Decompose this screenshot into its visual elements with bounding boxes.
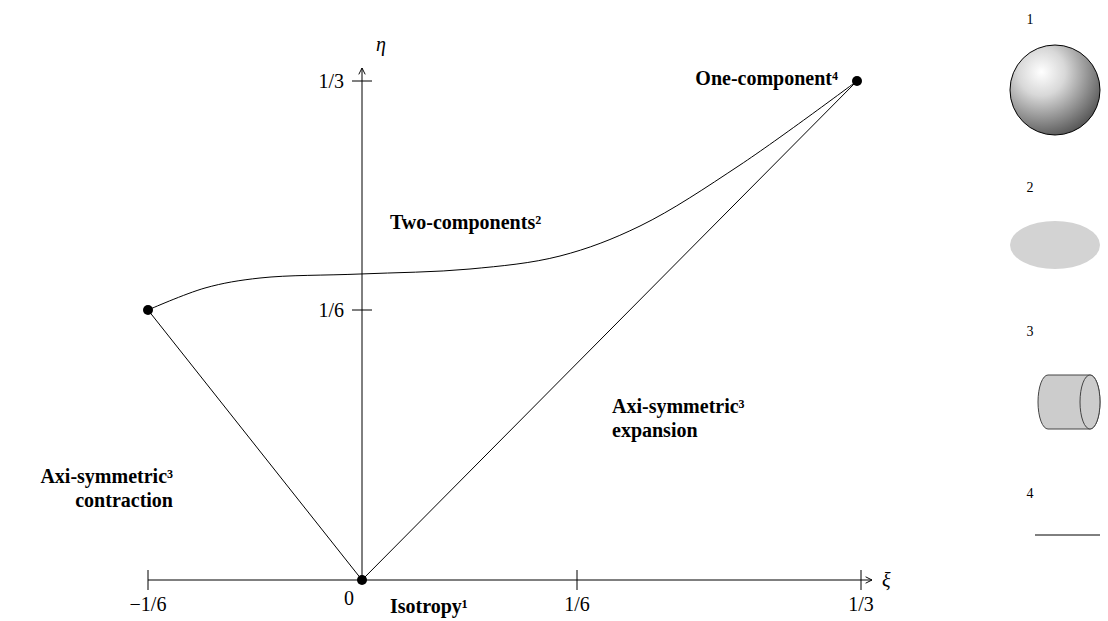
tick-label: 1/3 bbox=[848, 592, 874, 616]
cylinder-icon bbox=[1038, 375, 1100, 429]
axis-tick bbox=[861, 570, 862, 590]
label-text: −1/6 bbox=[130, 593, 167, 615]
label-text: 2 bbox=[1027, 180, 1034, 195]
ellipse-icon bbox=[1010, 221, 1100, 269]
label-text: 1/3 bbox=[318, 70, 344, 92]
tick-label: 0 bbox=[344, 586, 354, 610]
axis-name: ξ bbox=[882, 568, 891, 592]
line-icon bbox=[1035, 535, 1100, 536]
two-component-curve bbox=[148, 81, 857, 310]
label-text: 0 bbox=[344, 587, 354, 609]
label-text: Axi-symmetric³ contraction bbox=[40, 465, 173, 511]
tick-label: 1/3 bbox=[318, 69, 344, 93]
label-text: Isotropy¹ bbox=[390, 595, 468, 617]
axis-tick bbox=[352, 81, 372, 82]
callout-number: 1 bbox=[1027, 12, 1034, 29]
label-text: One-component⁴ bbox=[695, 67, 838, 89]
xi-axis bbox=[148, 580, 872, 581]
sphere-icon bbox=[1010, 45, 1100, 135]
vertex-dot bbox=[357, 575, 367, 585]
label-text: 1/3 bbox=[848, 593, 874, 615]
tick-label: 1/6 bbox=[564, 592, 590, 616]
contraction-line bbox=[148, 310, 362, 580]
region-label: One-component⁴ bbox=[695, 66, 838, 90]
region-label: Two-components² bbox=[390, 210, 541, 234]
callout-number: 3 bbox=[1027, 324, 1034, 341]
tick-label: −1/6 bbox=[130, 592, 167, 616]
callout-number: 2 bbox=[1027, 180, 1034, 197]
axis-name: η bbox=[376, 32, 386, 56]
label-text: 1 bbox=[1027, 12, 1034, 27]
label-text: 1/6 bbox=[318, 299, 344, 321]
region-label: Isotropy¹ bbox=[390, 594, 468, 618]
label-text: Axi-symmetric³ expansion bbox=[612, 395, 745, 441]
label-text: 4 bbox=[1027, 486, 1034, 501]
eta-axis bbox=[362, 68, 363, 580]
expansion-line bbox=[362, 81, 857, 580]
vertex-dot bbox=[852, 76, 862, 86]
label-text: Two-components² bbox=[390, 211, 541, 233]
axis-tick bbox=[577, 570, 578, 590]
label-text: η bbox=[376, 33, 386, 55]
axis-tick bbox=[148, 570, 149, 590]
tick-label: 1/6 bbox=[318, 298, 344, 322]
label-text: ξ bbox=[882, 569, 891, 591]
vertex-dot bbox=[143, 305, 153, 315]
region-label: Axi-symmetric³ contraction bbox=[8, 464, 173, 512]
region-label: Axi-symmetric³ expansion bbox=[612, 394, 777, 442]
callout-number: 4 bbox=[1027, 486, 1034, 503]
label-text: 3 bbox=[1027, 324, 1034, 339]
label-text: 1/6 bbox=[564, 593, 590, 615]
axis-tick bbox=[352, 310, 372, 311]
